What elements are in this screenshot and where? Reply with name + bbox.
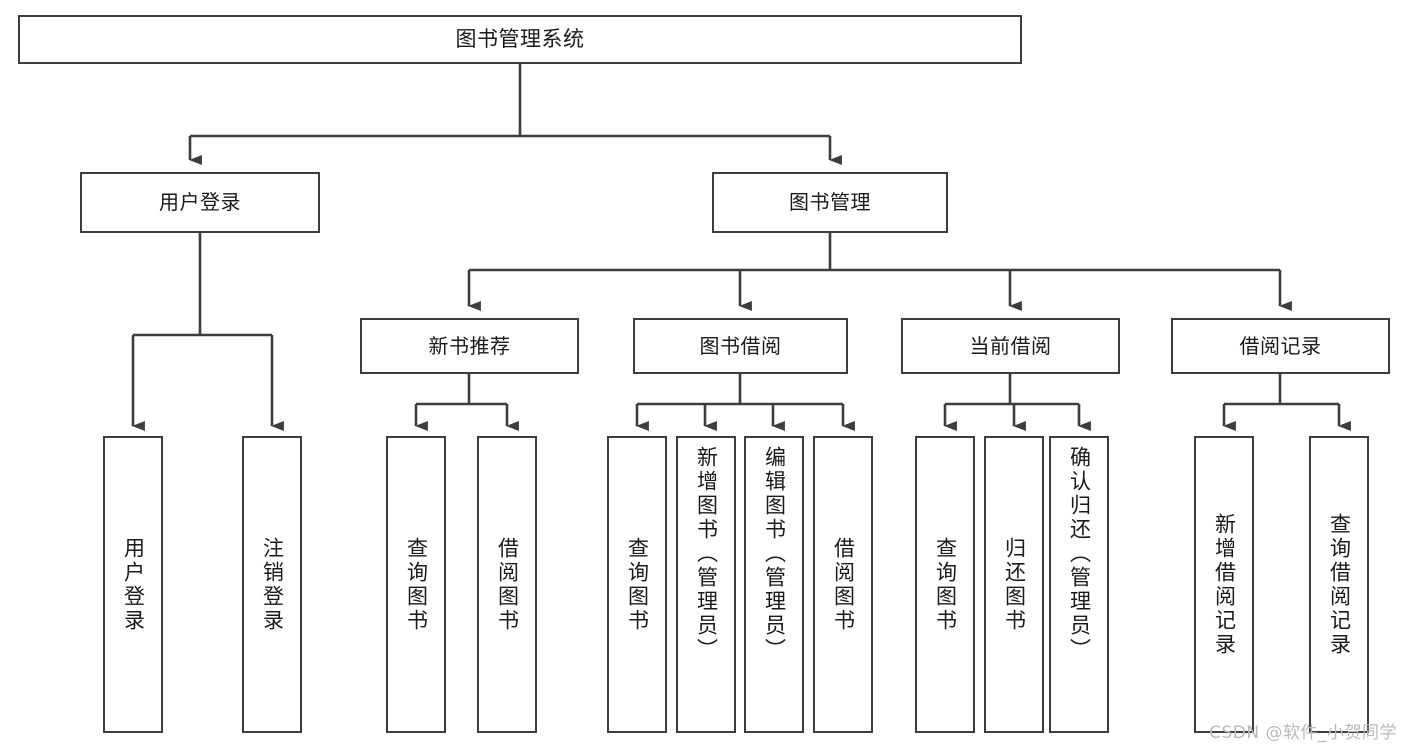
leaf-book-borrow-edit[interactable]: 编辑图书（管理员）	[744, 436, 804, 733]
leaf-book-borrow-query-label: 查询图书	[625, 536, 650, 633]
leaf-current-borrow-return[interactable]: 归还图书	[984, 436, 1044, 733]
leaf-user-login-logout-label: 注销登录	[260, 536, 285, 633]
leaf-book-borrow-borrow-label: 借阅图书	[831, 536, 856, 633]
node-book-management[interactable]: 图书管理	[712, 172, 948, 233]
node-book-borrow-label: 图书借阅	[699, 333, 782, 358]
leaf-book-borrow-edit-label: 编辑图书（管理员）	[762, 446, 787, 662]
leaf-user-login-login-label: 用户登录	[121, 536, 146, 633]
leaf-new-book-query[interactable]: 查询图书	[386, 436, 446, 733]
leaf-borrow-record-query-label: 查询借阅记录	[1327, 512, 1352, 657]
leaf-book-borrow-borrow[interactable]: 借阅图书	[813, 436, 873, 733]
node-root-system[interactable]: 图书管理系统	[18, 15, 1022, 64]
leaf-current-borrow-query-label: 查询图书	[933, 536, 958, 633]
leaf-new-book-borrow[interactable]: 借阅图书	[477, 436, 537, 733]
node-book-management-label: 图书管理	[789, 190, 871, 214]
node-root-system-label: 图书管理系统	[455, 27, 585, 52]
leaf-book-borrow-add[interactable]: 新增图书（管理员）	[676, 436, 736, 733]
leaf-current-borrow-confirm-label: 确认归还（管理员）	[1067, 446, 1092, 662]
leaf-user-login-logout[interactable]: 注销登录	[242, 436, 302, 733]
leaf-book-borrow-query[interactable]: 查询图书	[607, 436, 667, 733]
leaf-current-borrow-return-label: 归还图书	[1002, 536, 1027, 633]
node-new-book-recommend-label: 新书推荐	[428, 333, 511, 358]
leaf-user-login-login[interactable]: 用户登录	[103, 436, 163, 733]
leaf-current-borrow-confirm[interactable]: 确认归还（管理员）	[1049, 436, 1109, 733]
node-user-login[interactable]: 用户登录	[80, 172, 320, 233]
node-current-borrow[interactable]: 当前借阅	[901, 318, 1120, 374]
node-user-login-label: 用户登录	[159, 190, 241, 214]
leaf-borrow-record-add[interactable]: 新增借阅记录	[1194, 436, 1254, 733]
node-borrow-record[interactable]: 借阅记录	[1171, 318, 1390, 374]
node-current-borrow-label: 当前借阅	[969, 333, 1052, 358]
leaf-borrow-record-add-label: 新增借阅记录	[1212, 512, 1237, 657]
leaf-borrow-record-query[interactable]: 查询借阅记录	[1309, 436, 1369, 733]
csdn-watermark: CSDN @软件_小贺同学	[1209, 723, 1397, 743]
node-new-book-recommend[interactable]: 新书推荐	[360, 318, 579, 374]
leaf-new-book-borrow-label: 借阅图书	[495, 536, 520, 633]
leaf-book-borrow-add-label: 新增图书（管理员）	[694, 446, 719, 662]
leaf-current-borrow-query[interactable]: 查询图书	[915, 436, 975, 733]
leaf-new-book-query-label: 查询图书	[404, 536, 429, 633]
node-borrow-record-label: 借阅记录	[1239, 333, 1322, 358]
node-book-borrow[interactable]: 图书借阅	[633, 318, 848, 374]
